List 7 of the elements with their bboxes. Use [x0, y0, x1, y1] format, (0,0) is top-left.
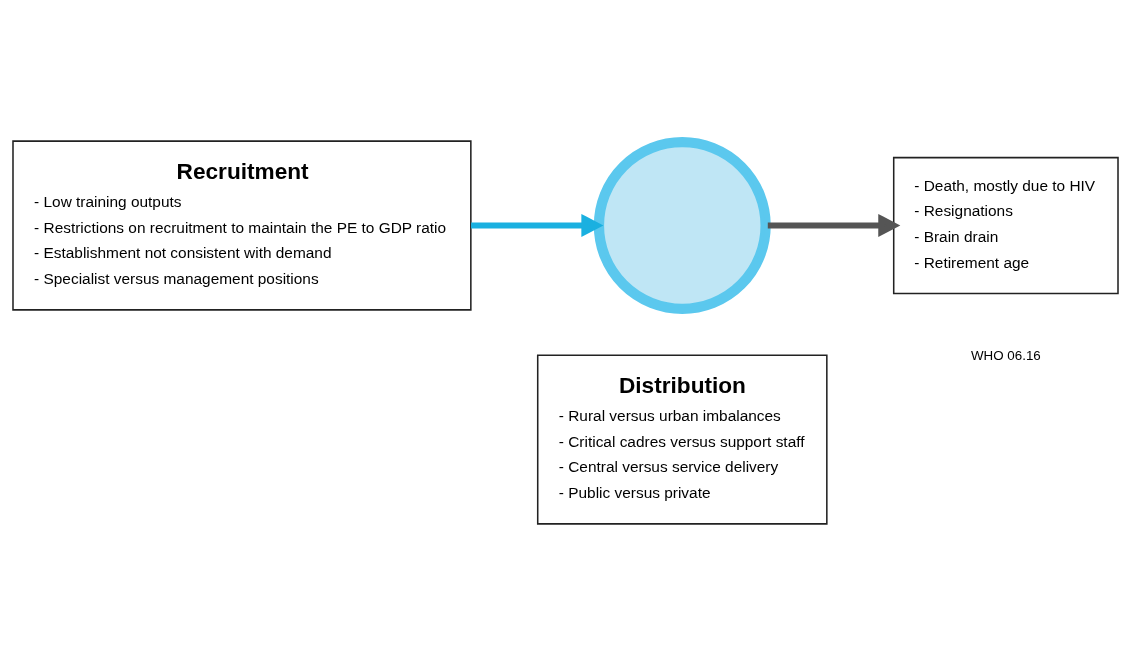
node-box: Distribution - Rural versus urban imbalances - Critical cadres versus support staff - Central versus service delivery - Public versus private: [536, 353, 828, 525]
node-box: Recruitment - Low training outputs - Restrictions on recruitment to maintain the PE to GDP ratio - Establishment not consistent with demand - Specialist versus management positions: [12, 139, 472, 311]
label: WHO 06.16: [970, 347, 1041, 363]
arrow: [767, 213, 901, 237]
node-circle: [593, 136, 771, 314]
node-box: - Death, mostly due to HIV - Resignations - Brain drain - Retirement age: [892, 156, 1119, 294]
arrow: [471, 213, 604, 237]
